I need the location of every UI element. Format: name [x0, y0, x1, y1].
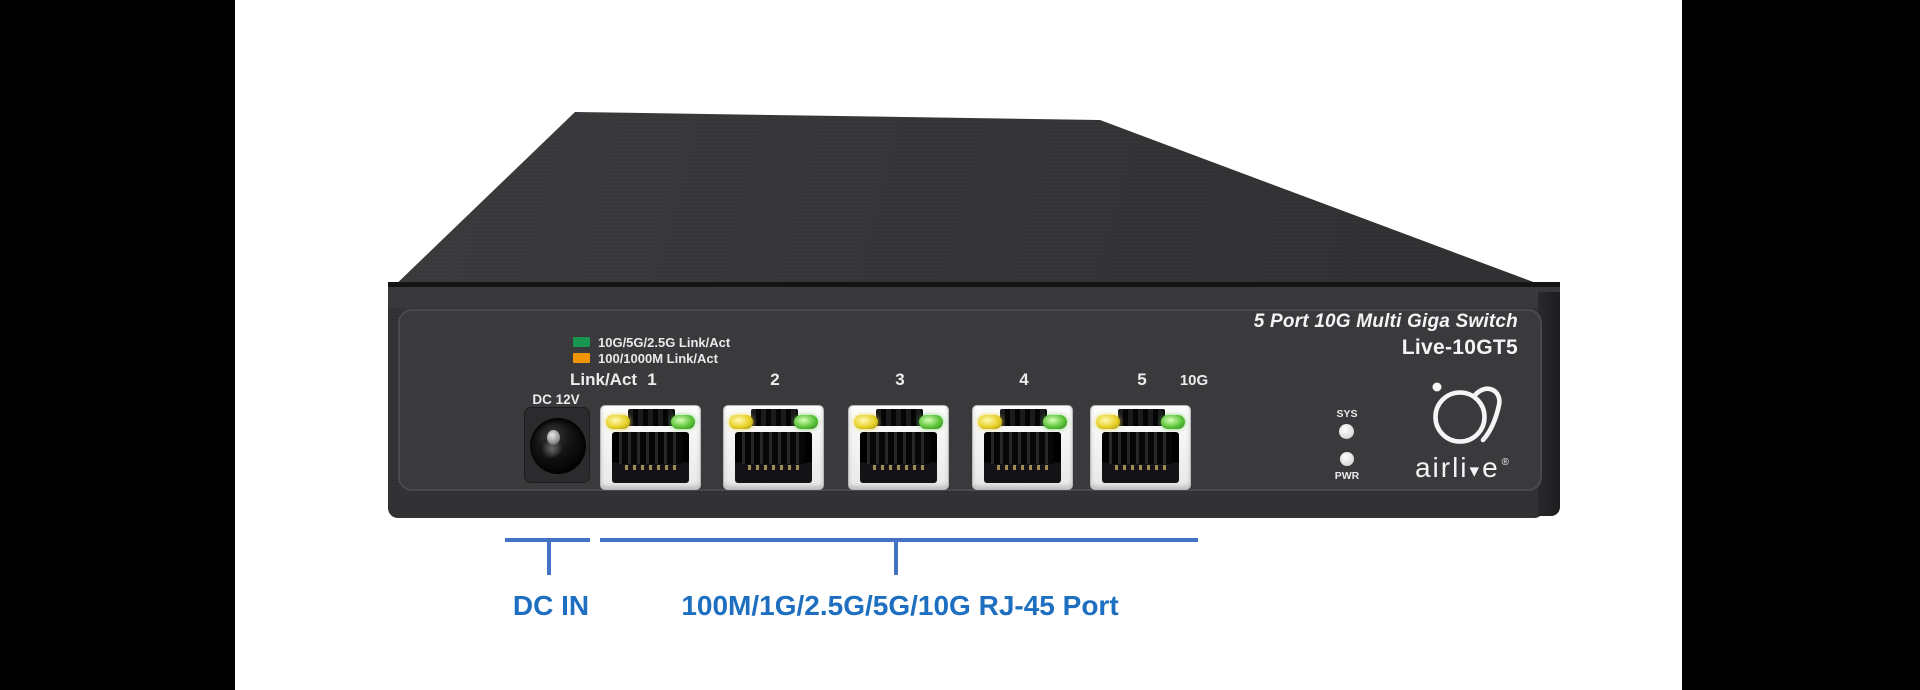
device-title-block: 5 Port 10G Multi Giga Switch Live-10GT5	[1100, 311, 1518, 360]
port-number-2: 2	[770, 370, 780, 389]
port-led-yellow	[854, 415, 878, 429]
rj45-annotation: 100M/1G/2.5G/5G/10G RJ-45 Port	[681, 590, 1119, 621]
port-tabs	[751, 409, 798, 426]
uplink-10g-label: 10G	[1179, 372, 1209, 389]
right-pillarbox-bar	[1682, 0, 1920, 690]
dc-in-bracket-tick	[547, 538, 551, 575]
port-contacts	[997, 465, 1048, 470]
device-title: 5 Port 10G Multi Giga Switch	[1253, 311, 1518, 332]
port-led-yellow	[729, 415, 753, 429]
port-contacts	[1115, 465, 1166, 470]
port-led-green	[1161, 415, 1185, 429]
rj45-bracket-line	[600, 538, 1198, 542]
port-led-yellow	[1096, 415, 1120, 429]
port-cavity	[984, 432, 1061, 483]
legend-orange-label: 100/1000M Link/Act	[598, 350, 718, 366]
port-contacts	[625, 465, 676, 470]
port-led-green	[794, 415, 818, 429]
port-cavity	[735, 432, 812, 483]
device-model: Live-10GT5	[1401, 336, 1518, 359]
port-cavity	[612, 432, 689, 483]
legend-green-swatch	[573, 337, 590, 347]
port-number-5: 5	[1137, 370, 1147, 389]
port-number-1: 1	[647, 370, 657, 389]
port-contacts	[748, 465, 799, 470]
port-pins	[619, 432, 682, 464]
chassis-front-lip	[388, 282, 1560, 308]
legend-row-10g: 10G/5G/2.5G Link/Act	[573, 334, 731, 350]
rj45-port-1	[600, 405, 701, 490]
port-tabs	[628, 409, 675, 426]
port-number-3: 3	[895, 370, 905, 389]
rj45-port-5	[1090, 405, 1191, 490]
port-led-yellow	[606, 415, 630, 429]
legend-green-label: 10G/5G/2.5G Link/Act	[598, 334, 731, 350]
port-pins	[742, 432, 805, 464]
pwr-led	[1340, 452, 1354, 466]
brand-suffix: e	[1482, 452, 1500, 483]
port-tabs	[1118, 409, 1165, 426]
rj45-port-2	[723, 405, 824, 490]
legend-row-100m: 100/1000M Link/Act	[573, 350, 718, 366]
port-cavity	[1102, 432, 1179, 483]
chassis-top-face	[388, 112, 1560, 292]
port-tabs	[1000, 409, 1047, 426]
port-number-4: 4	[1019, 370, 1029, 389]
port-contacts	[873, 465, 924, 470]
rj45-port-4	[972, 405, 1073, 490]
sys-led-label: SYS	[1336, 408, 1358, 420]
dc-power-jack	[524, 407, 590, 483]
left-pillarbox-bar	[0, 0, 235, 690]
link-act-label: Link/Act	[570, 370, 638, 389]
port-pins	[991, 432, 1054, 464]
legend-orange-swatch	[573, 353, 590, 363]
pwr-led-label: PWR	[1334, 470, 1360, 482]
sys-led	[1339, 424, 1354, 439]
brand-registered-mark: ®	[1501, 457, 1510, 468]
port-cavity	[860, 432, 937, 483]
dc-in-annotation: DC IN	[512, 590, 590, 621]
rj45-port-3	[848, 405, 949, 490]
port-tabs	[876, 409, 923, 426]
chassis-right-side	[1538, 292, 1560, 516]
port-pins	[1109, 432, 1172, 464]
dc-12v-label: DC 12V	[532, 392, 580, 407]
airlive-wordmark: airli▾e®	[1396, 452, 1528, 484]
airlive-logo-icon	[1432, 382, 1502, 444]
dc-jack-hole	[530, 418, 586, 474]
dc-jack-pin	[547, 430, 560, 445]
rj45-bracket-tick	[894, 538, 898, 575]
port-pins	[867, 432, 930, 464]
brand-prefix: airli	[1414, 452, 1469, 483]
port-led-green	[671, 415, 695, 429]
port-led-green	[1043, 415, 1067, 429]
brand-v-triangle-icon: ▾	[1469, 461, 1482, 482]
port-led-green	[919, 415, 943, 429]
port-led-yellow	[978, 415, 1002, 429]
